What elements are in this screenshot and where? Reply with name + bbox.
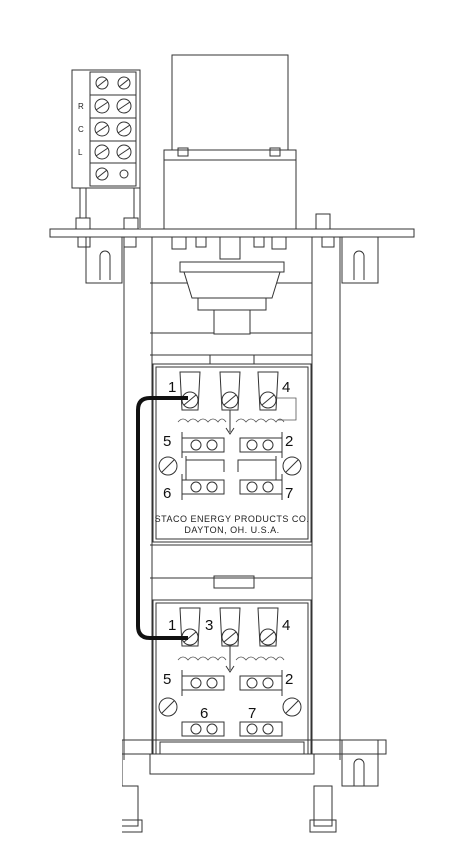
motor-housing — [163, 54, 297, 231]
lower-label-4: 4 — [282, 617, 290, 634]
lower-label-7: 7 — [248, 705, 256, 722]
lower-label-2: 2 — [285, 671, 293, 688]
lower-label-5: 5 — [163, 671, 171, 688]
upper-label-1: 1 — [168, 379, 176, 396]
mount-plate — [49, 213, 415, 260]
upper-label-5: 5 — [163, 433, 171, 450]
pulley — [179, 261, 285, 589]
nameplate-line-1: STACO ENERGY PRODUCTS CO. — [155, 514, 310, 524]
terminal-block: R C L — [71, 69, 141, 228]
terminal-label-r: R — [78, 102, 84, 111]
lower-label-1: 1 — [168, 617, 176, 634]
lower-terminal-board: 1 3 4 5 2 6 7 — [152, 599, 312, 759]
terminal-label-l: L — [78, 148, 83, 157]
upper-label-7: 7 — [285, 485, 293, 502]
jumper-wire — [136, 396, 188, 640]
terminal-label-c: C — [78, 125, 84, 134]
lower-label-6: 6 — [200, 705, 208, 722]
upper-label-4: 4 — [282, 379, 290, 396]
lower-top-terminals — [179, 607, 279, 647]
base — [79, 739, 387, 833]
blank-area — [72, 700, 122, 840]
terminal-screws — [94, 76, 132, 181]
nameplate-line-2: DAYTON, OH. U.S.A. — [184, 525, 279, 535]
lower-label-3: 3 — [205, 617, 213, 634]
upper-label-2: 2 — [285, 433, 293, 450]
upper-label-6: 6 — [163, 485, 171, 502]
upper-terminal-board: 1 4 5 2 6 7 STACO ENERGY PRODUCTS CO. DA… — [152, 363, 312, 543]
